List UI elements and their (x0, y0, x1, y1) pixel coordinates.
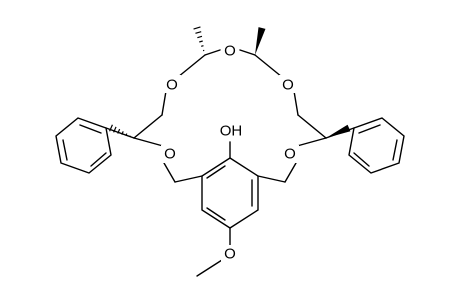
stereo-bond-right-phenyl (326, 124, 351, 138)
hash-line (195, 31, 202, 34)
hash-line (197, 35, 203, 39)
central-benzene-ring (201, 157, 259, 229)
bond (177, 54, 206, 78)
bond (161, 90, 167, 116)
ether-oxygen-lower-right: O (284, 146, 296, 163)
ether-oxygen-lower-left: O (164, 146, 176, 163)
ether-oxygen-upper-right: O (282, 77, 294, 94)
bond (257, 175, 286, 183)
hash-line (193, 26, 201, 30)
hash-line (201, 45, 204, 47)
single-bonds (105, 49, 355, 277)
bond (254, 54, 283, 78)
hash-line (109, 124, 113, 132)
bond (297, 114, 327, 139)
atom-labels: O O O O O OH O (161, 41, 299, 263)
bond (196, 259, 223, 277)
ether-oxygen-upper-left: O (166, 77, 178, 94)
bond (296, 137, 327, 147)
bond (133, 114, 163, 139)
right-phenyl-ring (348, 117, 405, 174)
hydroxyl-label: OH (220, 123, 243, 140)
stereo-bonds (109, 26, 351, 138)
hash-line (125, 133, 128, 137)
stereo-bond-top-left-methyl (193, 26, 205, 52)
bond (133, 137, 164, 147)
bond (174, 175, 203, 183)
bond (239, 49, 256, 56)
methoxy-oxygen: O (224, 246, 236, 263)
bond (293, 90, 299, 116)
hash-line (121, 131, 124, 135)
left-phenyl-ring (55, 117, 112, 174)
hash-line (113, 126, 117, 133)
hash-line (117, 128, 121, 134)
bond (284, 162, 297, 183)
bond (163, 162, 176, 183)
hash-line (199, 40, 203, 43)
stereo-bond-top-right-methyl (255, 27, 266, 55)
ether-oxygen-top: O (224, 43, 236, 60)
bond (204, 49, 221, 56)
stereo-bond-left-phenyl (109, 124, 131, 138)
